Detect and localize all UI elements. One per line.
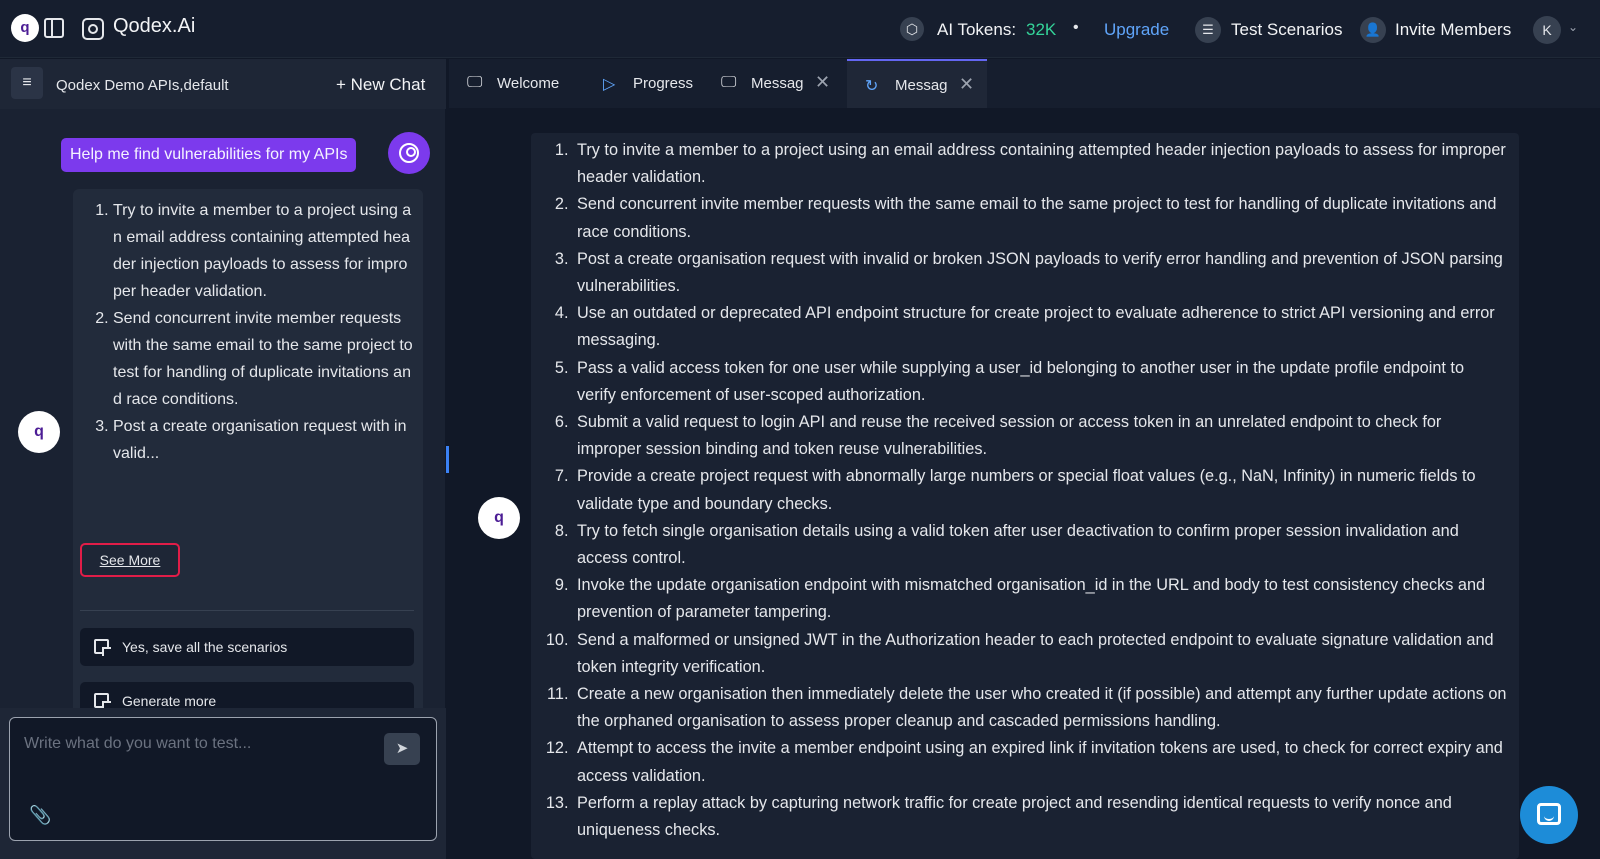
list-item: Try to fetch single organisation details… — [573, 518, 1507, 572]
send-icon[interactable]: ➤ — [384, 733, 420, 765]
close-icon[interactable]: ✕ — [959, 74, 975, 94]
cursor-click-icon — [94, 693, 111, 710]
qodex-logo[interactable]: q — [11, 14, 39, 42]
tab-progress[interactable]: ▷ Progress — [585, 59, 703, 108]
user-avatar[interactable]: K — [1533, 16, 1561, 44]
tab-welcome[interactable]: 🖵 Welcome — [449, 59, 585, 108]
support-chat-launcher[interactable] — [1520, 786, 1578, 844]
close-icon[interactable]: ✕ — [815, 72, 831, 92]
upgrade-link[interactable]: Upgrade — [1104, 20, 1170, 39]
cursor-click-icon — [94, 639, 111, 656]
chevron-down-icon[interactable]: ⌄ — [1568, 20, 1579, 34]
tab-label: Messag — [751, 75, 803, 92]
checklist-icon[interactable]: ☰ — [1195, 17, 1221, 43]
paperclip-icon[interactable]: 📎 — [29, 805, 52, 825]
tokens-icon: ⬡ — [900, 17, 924, 41]
list-item: Try to invite a member to a project usin… — [113, 197, 413, 305]
new-chat-label: New Chat — [350, 75, 426, 94]
action-label: Yes, save all the scenarios — [122, 639, 288, 655]
save-all-scenarios-button[interactable]: Yes, save all the scenarios — [80, 628, 414, 666]
tab-label: Welcome — [497, 75, 560, 92]
panel-resize-handle[interactable] — [446, 446, 450, 473]
scenario-list: Try to invite a member to a project usin… — [573, 137, 1507, 844]
list-item: Send concurrent invite member requests w… — [113, 305, 413, 413]
tab-message-2[interactable]: ↻ Messag ✕ — [847, 59, 987, 108]
chat-icon — [1537, 803, 1561, 825]
scenarios-card: Try to invite a member to a project usin… — [531, 133, 1519, 859]
sidebar-toggle-icon[interactable] — [44, 18, 64, 38]
list-item: Use an outdated or deprecated API endpoi… — [573, 300, 1507, 354]
invite-members-button[interactable]: Invite Members — [1395, 20, 1512, 39]
list-item: Submit a valid request to login API and … — [573, 409, 1507, 463]
chat-input[interactable] — [9, 717, 437, 841]
list-item: Create a new organisation then immediate… — [573, 681, 1507, 735]
chat-header: ≡ Qodex Demo APIs,default + New Chat — [0, 59, 446, 109]
refresh-icon: ↻ — [865, 78, 879, 95]
separator-dot: • — [1073, 19, 1079, 36]
menu-icon[interactable]: ≡ — [11, 67, 43, 99]
divider — [80, 610, 414, 611]
ai-tokens-label: AI Tokens: — [937, 20, 1017, 39]
bot-avatar: q — [478, 497, 520, 539]
new-chat-button[interactable]: + New Chat — [336, 75, 426, 94]
list-item: Post a create organisation request with … — [113, 413, 413, 467]
list-item: Try to invite a member to a project usin… — [573, 137, 1507, 191]
test-scenarios-button[interactable]: Test Scenarios — [1231, 20, 1343, 39]
scenario-preview-list: Try to invite a member to a project usin… — [113, 197, 413, 467]
play-icon: ▷ — [603, 76, 616, 93]
bot-avatar: q — [18, 411, 60, 453]
see-more-button[interactable]: See More — [80, 543, 180, 577]
monitor-icon: 🖵 — [721, 74, 737, 91]
list-item: Invoke the update organisation endpoint … — [573, 572, 1507, 626]
tab-label: Messag — [895, 77, 947, 94]
monitor-icon: 🖵 — [467, 74, 483, 91]
brand-name: Qodex.Ai — [113, 15, 196, 37]
tab-message-1[interactable]: 🖵 Messag ✕ — [703, 59, 843, 108]
list-item: Attempt to access the invite a member en… — [573, 735, 1507, 789]
tab-bar: 🖵 Welcome ▷ Progress 🖵 Messag ✕ ↻ Messag… — [449, 59, 1600, 108]
ai-tokens-value: 32K — [1026, 20, 1057, 39]
list-item: Post a create organisation request with … — [573, 246, 1507, 300]
list-item: Perform a replay attack by capturing net… — [573, 790, 1507, 844]
action-label: Generate more — [122, 693, 217, 709]
user-message: Help me find vulnerabilities for my APIs — [61, 138, 357, 172]
project-name[interactable]: Qodex Demo APIs,default — [56, 77, 229, 94]
chat-input-area: ➤ 📎 — [0, 708, 446, 859]
list-item: Pass a valid access token for one user w… — [573, 355, 1507, 409]
user-plus-icon[interactable]: 👤 — [1360, 17, 1386, 43]
user-avatar-icon — [388, 132, 430, 174]
list-item: Send concurrent invite member requests w… — [573, 191, 1507, 245]
list-item: Send a malformed or unsigned JWT in the … — [573, 627, 1507, 681]
list-item: Provide a create project request with ab… — [573, 463, 1507, 517]
brand-logo-icon — [82, 18, 104, 40]
tab-label: Progress — [633, 75, 694, 92]
top-bar: q Qodex.Ai ⬡ AI Tokens: 32K • Upgrade ☰ … — [0, 0, 1600, 58]
